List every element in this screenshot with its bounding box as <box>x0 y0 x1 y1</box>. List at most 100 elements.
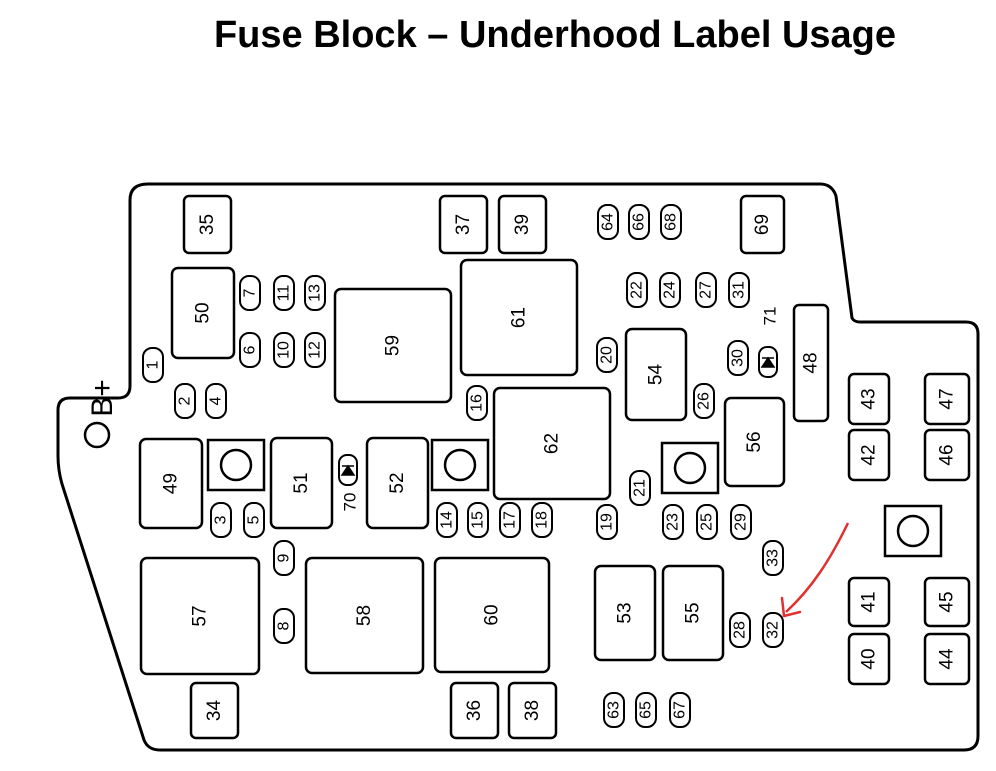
fuse-69: 69 <box>739 194 786 255</box>
mini-fuse-19: 19 <box>596 504 618 540</box>
fuse-label: 43 <box>859 388 880 409</box>
mini-fuse-label: 7 <box>242 288 259 297</box>
diode-icon <box>340 464 356 476</box>
relay-label: 53 <box>615 602 636 623</box>
mini-fuse-label: 21 <box>632 479 649 497</box>
relay-block-62: 62 <box>492 386 612 501</box>
mini-fuse-label: 27 <box>698 281 715 299</box>
mini-fuse-67: 67 <box>669 692 691 728</box>
fuse-35: 35 <box>182 194 233 255</box>
fuse-label: 42 <box>859 444 880 465</box>
mini-fuse-label: 29 <box>733 513 750 531</box>
mini-fuse-label: 26 <box>696 392 713 410</box>
mini-fuse-label: 15 <box>470 511 487 529</box>
mini-fuse-9: 9 <box>273 540 295 576</box>
mini-fuse-label: 24 <box>662 281 679 299</box>
round-terminal <box>883 504 943 558</box>
mini-fuse-2: 2 <box>174 383 196 419</box>
mini-fuse-label: 32 <box>765 621 782 639</box>
mini-fuse-15: 15 <box>467 502 489 538</box>
mini-fuse-12: 12 <box>304 332 326 368</box>
mini-fuse-label: 19 <box>599 513 616 531</box>
fuse-label: 41 <box>859 591 880 612</box>
fuse-label: 37 <box>453 214 474 235</box>
mini-fuse-13: 13 <box>304 275 326 311</box>
relay-block-54: 54 <box>624 327 688 422</box>
mini-fuse-label: 64 <box>600 213 617 231</box>
relay-block-50: 50 <box>170 266 236 360</box>
diode-70: 70 <box>338 454 360 511</box>
fuse-40: 40 <box>847 632 891 686</box>
mini-fuse-3: 3 <box>210 502 232 538</box>
mini-fuse-label: 31 <box>731 281 748 299</box>
fuse-label: 45 <box>937 591 958 612</box>
mini-fuse-27: 27 <box>695 272 717 308</box>
relay-label: 49 <box>161 473 182 494</box>
relay-label: 57 <box>190 605 211 626</box>
fuse-36: 36 <box>449 681 500 740</box>
mini-fuse-8: 8 <box>273 608 295 644</box>
relay-block-51: 51 <box>269 436 334 530</box>
annotation-arrow <box>785 522 850 613</box>
mini-fuse-24: 24 <box>659 272 681 308</box>
fuse-label: 39 <box>512 214 533 235</box>
mini-fuse-label: 13 <box>307 284 324 302</box>
mini-fuse-label: 18 <box>534 511 551 529</box>
relay-label: 54 <box>646 364 667 386</box>
mini-fuse-11: 11 <box>273 275 295 311</box>
page-title: Fuse Block – Underhood Label Usage <box>213 14 897 56</box>
mini-fuse-label: 12 <box>307 341 324 359</box>
mini-fuse-label: 28 <box>732 621 749 639</box>
mini-fuse-label: 4 <box>208 396 225 405</box>
round-terminal <box>660 441 720 495</box>
round-terminal <box>430 438 490 492</box>
relay-block-60: 60 <box>433 556 551 674</box>
mini-fuse-label: 9 <box>276 553 293 562</box>
fuse-label: 38 <box>522 700 543 721</box>
relay-label: 56 <box>744 431 765 452</box>
mini-fuse-64: 64 <box>597 204 619 240</box>
fuse-label: 34 <box>204 700 225 722</box>
mini-fuse-10: 10 <box>273 332 295 368</box>
mini-fuse-label: 25 <box>699 513 716 531</box>
mini-fuse-label: 65 <box>638 701 655 719</box>
relay-label: 52 <box>387 472 408 493</box>
mini-fuse-32: 32 <box>762 612 784 648</box>
diode-icon <box>760 356 776 368</box>
mini-fuse-26: 26 <box>693 383 715 419</box>
mini-fuse-label: 10 <box>276 341 293 359</box>
relay-label: 58 <box>354 605 375 626</box>
mini-fuse-label: 68 <box>663 213 680 231</box>
mini-fuse-20: 20 <box>596 337 618 373</box>
mini-fuse-23: 23 <box>662 504 684 540</box>
fuse-label: 44 <box>937 648 958 670</box>
relay-label: 51 <box>291 472 312 493</box>
mini-fuse-6: 6 <box>239 332 261 368</box>
fuse-47: 47 <box>923 372 971 426</box>
mini-fuse-label: 2 <box>177 396 194 405</box>
mini-fuse-5: 5 <box>243 502 265 538</box>
mini-fuse-65: 65 <box>635 692 657 728</box>
mini-fuse-22: 22 <box>626 272 648 308</box>
mini-fuse-25: 25 <box>696 504 718 540</box>
relay-block-58: 58 <box>304 556 425 675</box>
relay-block-59: 59 <box>333 287 453 404</box>
mini-fuse-label: 3 <box>213 515 230 524</box>
fuse-48: 48 <box>792 303 830 423</box>
mini-fuse-31: 31 <box>728 272 750 308</box>
mini-fuse-label: 14 <box>439 511 456 529</box>
fuse-43: 43 <box>847 372 891 426</box>
mounting-hole <box>83 421 111 449</box>
fuse-label: 40 <box>859 648 880 669</box>
relay-label: 61 <box>509 307 530 328</box>
mini-fuse-1: 1 <box>142 347 164 383</box>
fuse-label: 48 <box>801 352 822 373</box>
mini-fuse-label: 17 <box>502 511 519 529</box>
fuse-42: 42 <box>847 428 891 482</box>
relay-label: 60 <box>482 604 503 625</box>
fuse-block-outline <box>56 182 980 752</box>
relay-block-49: 49 <box>138 437 204 530</box>
relay-label: 50 <box>193 302 214 323</box>
mini-fuse-label: 33 <box>765 549 782 567</box>
